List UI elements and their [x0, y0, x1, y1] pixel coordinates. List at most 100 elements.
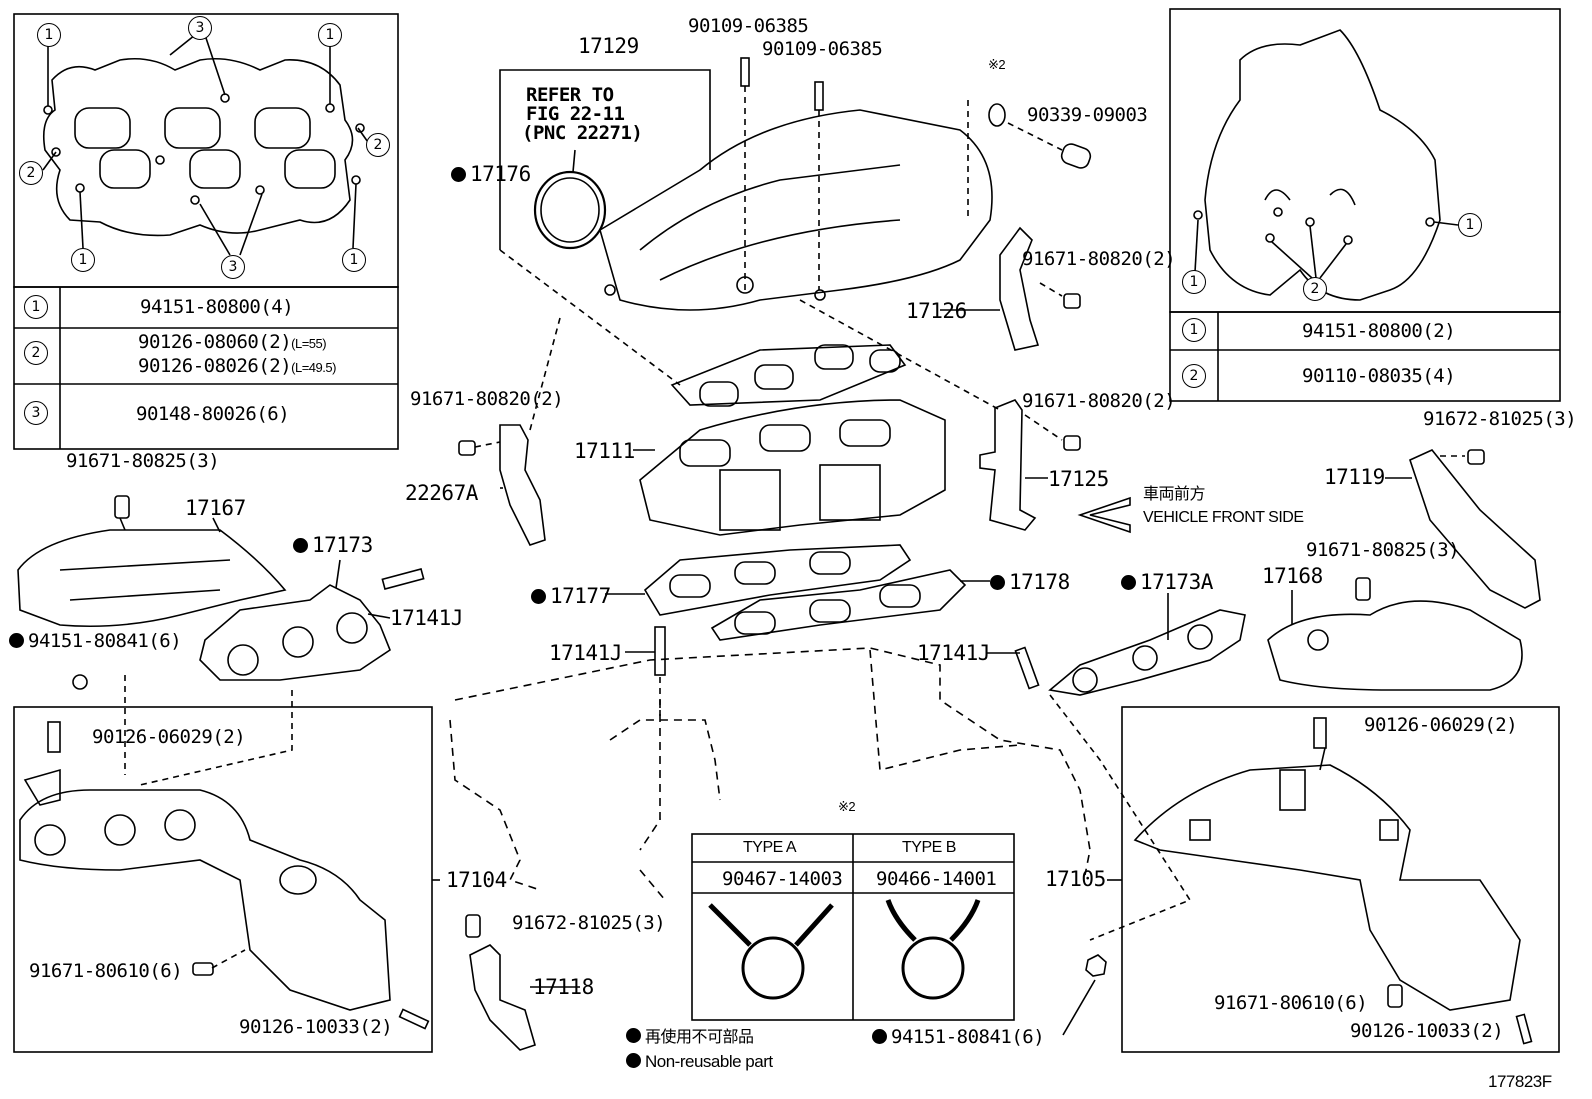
engine-block-outline [449, 647, 1091, 901]
bracket-17118-drawing [469, 944, 536, 1051]
part-label-90109-06385: 90109-06385 [762, 38, 883, 60]
callout-1: 1 [37, 23, 61, 47]
part-label-17167: 17167 [185, 496, 246, 520]
intake-manifold-upper-drawing [599, 109, 993, 311]
part-label-91671-80820: 91671-80820(2) [1022, 390, 1176, 412]
top-left-legend-frame [13, 286, 399, 450]
part-label-91671-80610: 91671-80610(6) [29, 960, 183, 982]
clip-type-b-part: 90466-14001 [876, 868, 997, 890]
top-right-legend-frame [1169, 311, 1561, 402]
gasket-17173-drawing [199, 584, 391, 681]
clip-type-b-drawing [885, 899, 981, 1000]
clip-type-b-header: TYPE B [902, 839, 956, 856]
exhaust-manifold-rh-drawing [1133, 764, 1521, 1011]
clip-type-a-drawing [708, 903, 834, 1000]
part-label-17173A: 17173A [1121, 572, 1213, 593]
figure-id: 177823F [1488, 1072, 1552, 1091]
part-label-17141J: 17141J [390, 606, 463, 630]
part-label-90109-06385: 90109-06385 [688, 15, 809, 37]
legend-num-3: 3 [24, 401, 48, 425]
part-label-91671-80820: 91671-80820(2) [410, 388, 564, 410]
part-label-91671-80610: 91671-80610(6) [1214, 992, 1368, 1014]
part-label-91671-80825: 91671-80825(3) [1306, 539, 1460, 561]
callout-2: 2 [19, 161, 43, 185]
legend-part-2: 90110-08035(4) [1302, 365, 1456, 387]
refer-note: FIG 22-11 [526, 103, 625, 125]
legend-num-2: 2 [1182, 364, 1206, 388]
part-label-17126: 17126 [906, 299, 967, 323]
part-label-17176: 17176 [451, 164, 531, 185]
intake-gasket-drawing [42, 57, 365, 237]
legend-num-1: 1 [24, 295, 48, 319]
legend-non-reusable-jp: 再使用不可部品 [626, 1028, 754, 1046]
vehicle-front-label-jp: 車両前方 [1143, 486, 1206, 503]
gasket-17173A-drawing [1048, 609, 1246, 696]
refer-note: REFER TO [526, 84, 614, 106]
legend-part-2b: 90126-08026(2)(L=49.5) [138, 355, 336, 377]
part-label-90126-10033: 90126-10033(2) [1350, 1020, 1504, 1042]
callout-1: 1 [1458, 213, 1482, 237]
gasket-17178-drawing [710, 569, 967, 641]
vehicle-front-arrow [1077, 496, 1131, 534]
part-label-22267A: 22267A [405, 481, 478, 505]
vehicle-front-label: VEHICLE FRONT SIDE [1143, 509, 1304, 526]
part-label-94151-80841: 94151-80841(6) [9, 632, 182, 651]
bracket-22267A-drawing [499, 424, 546, 546]
callout-3: 3 [188, 16, 212, 40]
clip-type-a-header: TYPE A [743, 839, 797, 856]
part-label-17141J: 17141J [549, 641, 622, 665]
note-mark-2: ※2 [988, 57, 1006, 72]
callout-3: 3 [221, 255, 245, 279]
legend-part-2a: 90126-08060(2)(L=55) [138, 331, 327, 353]
o-ring-drawing [533, 170, 607, 250]
intake-manifold-lower-drawing [639, 399, 946, 536]
bracket-17125-drawing [979, 399, 1037, 531]
bottom-left-inset-frame [13, 706, 433, 1053]
part-label-91672-81025: 91672-81025(3) [512, 912, 666, 934]
part-label-91671-80825: 91671-80825(3) [66, 450, 220, 472]
legend-part-1: 94151-80800(2) [1302, 320, 1456, 342]
legend-part-1: 94151-80800(4) [140, 296, 294, 318]
part-label-90126-10033: 90126-10033(2) [239, 1016, 393, 1038]
gasket-17111-drawing [670, 344, 907, 407]
part-label-91671-80820: 91671-80820(2) [1022, 248, 1176, 270]
bolt-drawings [47, 57, 1485, 1008]
clip-type-a-part: 90467-14003 [722, 868, 843, 890]
note-mark-2: ※2 [838, 799, 856, 814]
bracket-17119-drawing [1409, 449, 1541, 609]
part-label-17104: 17104 [446, 868, 507, 892]
part-label-91672-81025: 91672-81025(3) [1423, 408, 1577, 430]
part-label-17118: 17118 [533, 975, 594, 999]
gasket-17177-drawing [643, 544, 912, 616]
callout-2: 2 [366, 133, 390, 157]
callout-1: 1 [318, 23, 342, 47]
callout-1: 1 [71, 248, 95, 272]
part-label-90126-06029: 90126-06029(2) [1364, 714, 1518, 736]
part-label-17168: 17168 [1262, 564, 1323, 588]
part-label-90339-09003: 90339-09003 [1027, 104, 1148, 126]
part-label-17111: 17111 [574, 439, 635, 463]
legend-num-1: 1 [1182, 318, 1206, 342]
part-label-17129: 17129 [578, 34, 639, 58]
legend-part-3: 90148-80026(6) [136, 403, 290, 425]
part-label-17178: 17178 [990, 572, 1070, 593]
part-label-17141J: 17141J [917, 641, 990, 665]
legend-num-2: 2 [24, 341, 48, 365]
part-label-17173: 17173 [293, 535, 373, 556]
callout-2: 2 [1303, 277, 1327, 301]
part-label-17177: 17177 [531, 586, 611, 607]
refer-note: (PNC 22271) [522, 122, 643, 144]
top-right-inset-frame [1169, 8, 1561, 313]
exhaust-manifold-lh-drawing [19, 768, 391, 1011]
part-label-17105: 17105 [1045, 867, 1106, 891]
part-label-90126-06029: 90126-06029(2) [92, 726, 246, 748]
intake-manifold-rh-drawing [1193, 29, 1441, 301]
heat-insulator-17167-drawing [17, 529, 287, 628]
bracket-17126-drawing [999, 226, 1040, 351]
part-label-17119: 17119 [1324, 465, 1385, 489]
callout-1: 1 [1182, 270, 1206, 294]
part-label-17125: 17125 [1048, 467, 1109, 491]
part-label-94151-80841: 94151-80841(6) [872, 1028, 1045, 1047]
callout-1: 1 [342, 248, 366, 272]
